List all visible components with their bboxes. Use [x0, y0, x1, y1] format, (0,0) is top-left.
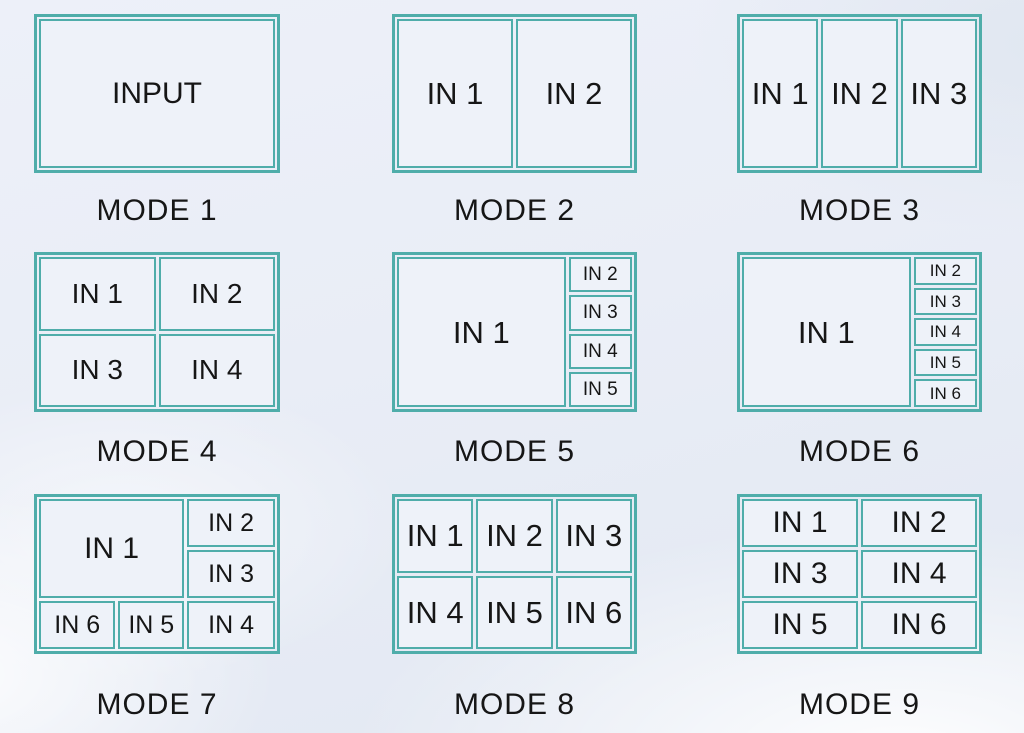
mode-3-cell-in-3: IN 3 [900, 19, 977, 168]
mode-2-cell-in-1: IN 1 [397, 19, 513, 168]
mode-9-cell-in-4: IN 4 [861, 550, 977, 598]
mode-5-frame: IN 1 IN 2 IN 3 IN 4 IN 5 [392, 252, 637, 412]
mode-6-cell-in-3: IN 3 [913, 287, 977, 316]
mode-1-frame: INPUT [34, 14, 280, 173]
mode-6-cell-in-2: IN 2 [913, 257, 977, 285]
mode-7-cell-in-3: IN 3 [187, 550, 275, 598]
mode-9-label: MODE 9 [798, 688, 921, 721]
mode-8-cell-in-1: IN 1 [397, 499, 474, 573]
mode-8-cell-in-3: IN 3 [555, 499, 632, 573]
mode-5-block: IN 1 IN 2 IN 3 IN 4 IN 5 MODE 5 [392, 252, 637, 467]
mode-8-cell-in-5: IN 5 [476, 575, 553, 649]
mode-5-cell-in-4: IN 4 [568, 333, 632, 369]
mode-8-label: MODE 8 [453, 688, 576, 721]
mode-9-cell-in-2: IN 2 [861, 499, 977, 547]
mode-6-cell-in-4: IN 4 [913, 318, 977, 346]
mode-5-cell-in-5: IN 5 [568, 371, 632, 407]
mode-6-side-column: IN 2 IN 3 IN 4 IN 5 IN 6 [913, 257, 977, 407]
mode-3-frame: IN 1 IN 2 IN 3 [737, 14, 982, 173]
mode-3-label: MODE 3 [798, 194, 921, 227]
mode-2-frame: IN 1 IN 2 [392, 14, 637, 173]
mode-6-block: IN 1 IN 2 IN 3 IN 4 IN 5 IN 6 MODE 6 [737, 252, 982, 467]
mode-2-label: MODE 2 [453, 194, 576, 227]
mode-7-label: MODE 7 [96, 688, 218, 721]
mode-1-block: INPUT MODE 1 [34, 14, 280, 226]
mode-7-cell-in-2: IN 2 [187, 499, 275, 547]
mode-5-label: MODE 5 [453, 435, 576, 468]
mode-8-frame: IN 1 IN 2 IN 3 IN 4 IN 5 IN 6 [392, 494, 637, 654]
mode-5-cell-in-2: IN 2 [568, 257, 632, 293]
mode-9-cell-in-1: IN 1 [742, 499, 858, 547]
mode-6-label: MODE 6 [798, 435, 921, 468]
mode-6-cell-in-1: IN 1 [742, 257, 911, 407]
mode-8-cell-in-2: IN 2 [476, 499, 553, 573]
mode-4-label: MODE 4 [96, 435, 218, 468]
mode-7-frame: IN 1 IN 2 IN 3 IN 6 IN 5 IN 4 [34, 494, 280, 654]
mode-4-cell-in-4: IN 4 [158, 333, 275, 407]
mode-5-cell-in-1: IN 1 [397, 257, 566, 407]
mode-7-cell-in-4: IN 4 [187, 601, 275, 649]
mode-1-cell-input: INPUT [39, 19, 275, 168]
mode-9-frame: IN 1 IN 2 IN 3 IN 4 IN 5 IN 6 [737, 494, 982, 654]
mode-4-frame: IN 1 IN 2 IN 3 IN 4 [34, 252, 280, 412]
mode-7-cell-in-6: IN 6 [39, 601, 116, 649]
mode-7-block: IN 1 IN 2 IN 3 IN 6 IN 5 IN 4 MODE 7 [34, 494, 280, 720]
mode-8-block: IN 1 IN 2 IN 3 IN 4 IN 5 IN 6 MODE 8 [392, 494, 637, 720]
mode-4-cell-in-1: IN 1 [39, 257, 156, 331]
mode-9-cell-in-6: IN 6 [861, 601, 977, 649]
mode-9-block: IN 1 IN 2 IN 3 IN 4 IN 5 IN 6 MODE 9 [737, 494, 982, 720]
mode-3-cell-in-2: IN 2 [821, 19, 898, 168]
mode-4-block: IN 1 IN 2 IN 3 IN 4 MODE 4 [34, 252, 280, 467]
mode-5-cell-in-3: IN 3 [568, 295, 632, 331]
mode-8-cell-in-4: IN 4 [397, 575, 474, 649]
mode-6-cell-in-5: IN 5 [913, 348, 977, 377]
mode-6-frame: IN 1 IN 2 IN 3 IN 4 IN 5 IN 6 [737, 252, 982, 412]
mode-3-cell-in-1: IN 1 [742, 19, 819, 168]
mode-8-cell-in-6: IN 6 [555, 575, 632, 649]
mode-4-cell-in-2: IN 2 [158, 257, 275, 331]
mode-7-cell-in-5: IN 5 [118, 601, 185, 649]
mode-3-block: IN 1 IN 2 IN 3 MODE 3 [737, 14, 982, 226]
mode-2-block: IN 1 IN 2 MODE 2 [392, 14, 637, 226]
mode-2-cell-in-2: IN 2 [516, 19, 632, 168]
mode-7-cell-in-1: IN 1 [39, 499, 185, 598]
mode-9-cell-in-5: IN 5 [742, 601, 858, 649]
mode-1-label: MODE 1 [96, 194, 218, 227]
mode-6-cell-in-6: IN 6 [913, 379, 977, 407]
mode-5-side-column: IN 2 IN 3 IN 4 IN 5 [568, 257, 632, 407]
mode-9-cell-in-3: IN 3 [742, 550, 858, 598]
mode-4-cell-in-3: IN 3 [39, 333, 156, 407]
